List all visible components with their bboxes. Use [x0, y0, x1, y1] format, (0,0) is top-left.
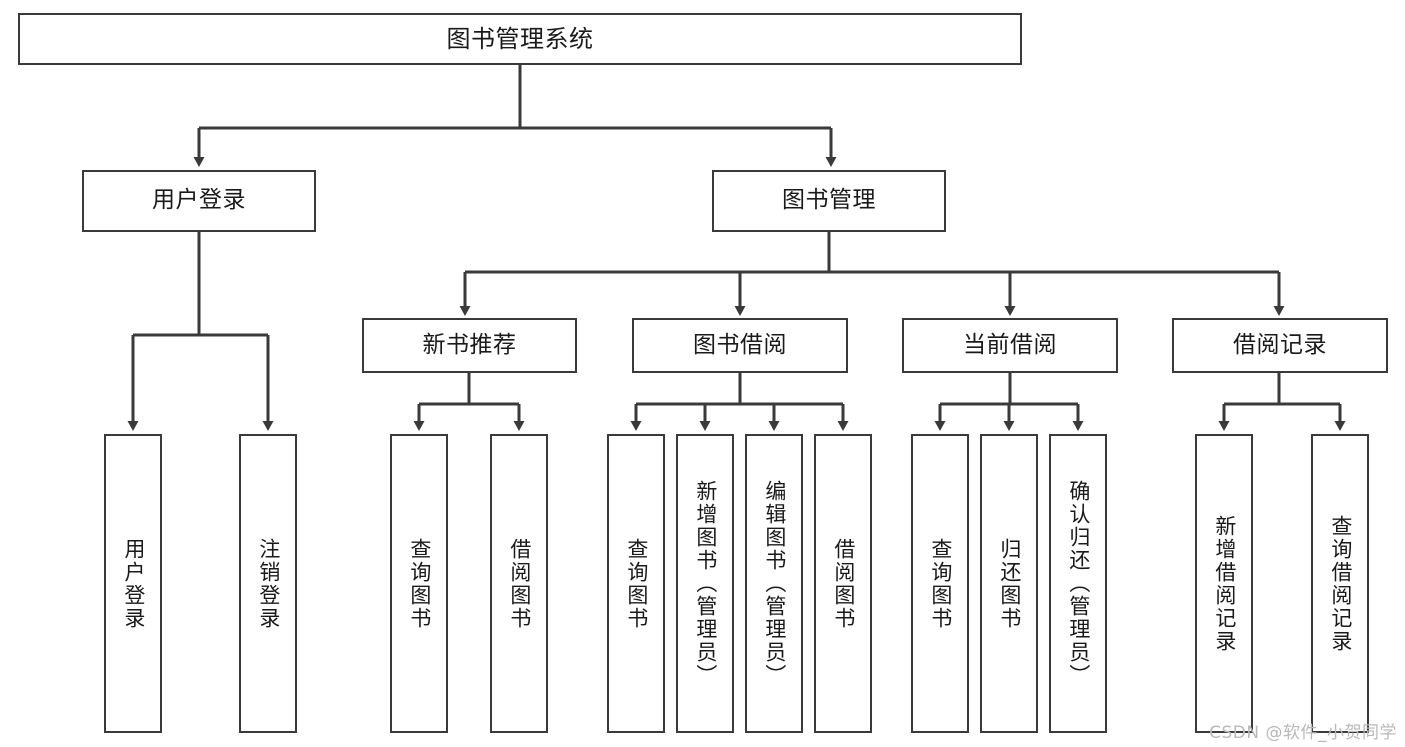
node-label: 查询借阅记录 [1328, 514, 1353, 653]
node-label: 注销登录 [256, 537, 281, 630]
node-label: 用户登录 [121, 537, 146, 630]
node-book-borrow[interactable]: 图书借阅 [632, 318, 848, 373]
leaf-current-borrow-confirm-return[interactable]: 确认归还（管理员） [1049, 434, 1107, 733]
node-borrow-record[interactable]: 借阅记录 [1172, 318, 1388, 373]
node-label: 编辑图书（管理员） [762, 480, 787, 687]
node-root-system[interactable]: 图书管理系统 [18, 13, 1022, 65]
leaf-current-borrow-return[interactable]: 归还图书 [980, 434, 1038, 733]
node-new-book-recommend[interactable]: 新书推荐 [362, 318, 577, 373]
leaf-borrow-record-query[interactable]: 查询借阅记录 [1311, 434, 1369, 733]
leaf-book-borrow-add[interactable]: 新增图书（管理员） [676, 434, 734, 733]
node-label: 新增借阅记录 [1212, 514, 1237, 653]
leaf-borrow-record-add[interactable]: 新增借阅记录 [1195, 434, 1253, 733]
node-label: 图书借阅 [693, 331, 787, 358]
node-label: 图书管理 [782, 187, 876, 214]
node-current-borrow[interactable]: 当前借阅 [902, 318, 1118, 373]
node-label: 借阅记录 [1233, 331, 1327, 358]
leaf-new-book-query[interactable]: 查询图书 [390, 434, 448, 733]
leaf-book-borrow-borrow[interactable]: 借阅图书 [814, 434, 872, 733]
leaf-new-book-borrow[interactable]: 借阅图书 [490, 434, 548, 733]
node-label: 借阅图书 [831, 537, 856, 630]
node-label: 新书推荐 [422, 331, 517, 358]
node-label: 归还图书 [997, 537, 1022, 630]
node-label: 查询图书 [928, 537, 953, 630]
node-label: 图书管理系统 [446, 24, 594, 53]
leaf-current-borrow-query[interactable]: 查询图书 [911, 434, 969, 733]
node-label: 确认归还（管理员） [1066, 480, 1091, 687]
node-label: 当前借阅 [963, 331, 1057, 358]
node-label: 查询图书 [624, 537, 649, 630]
leaf-user-login-login[interactable]: 用户登录 [104, 434, 162, 733]
node-label: 用户登录 [152, 187, 246, 214]
leaf-book-borrow-edit[interactable]: 编辑图书（管理员） [745, 434, 803, 733]
leaf-user-login-logout[interactable]: 注销登录 [239, 434, 297, 733]
leaf-book-borrow-query[interactable]: 查询图书 [607, 434, 665, 733]
csdn-watermark: CSDN @软件_小贺同学 [1209, 723, 1397, 743]
node-user-login[interactable]: 用户登录 [82, 170, 316, 232]
node-label: 借阅图书 [507, 537, 532, 630]
node-label: 新增图书（管理员） [693, 480, 718, 687]
node-book-manage[interactable]: 图书管理 [712, 170, 946, 232]
node-label: 查询图书 [407, 537, 432, 630]
